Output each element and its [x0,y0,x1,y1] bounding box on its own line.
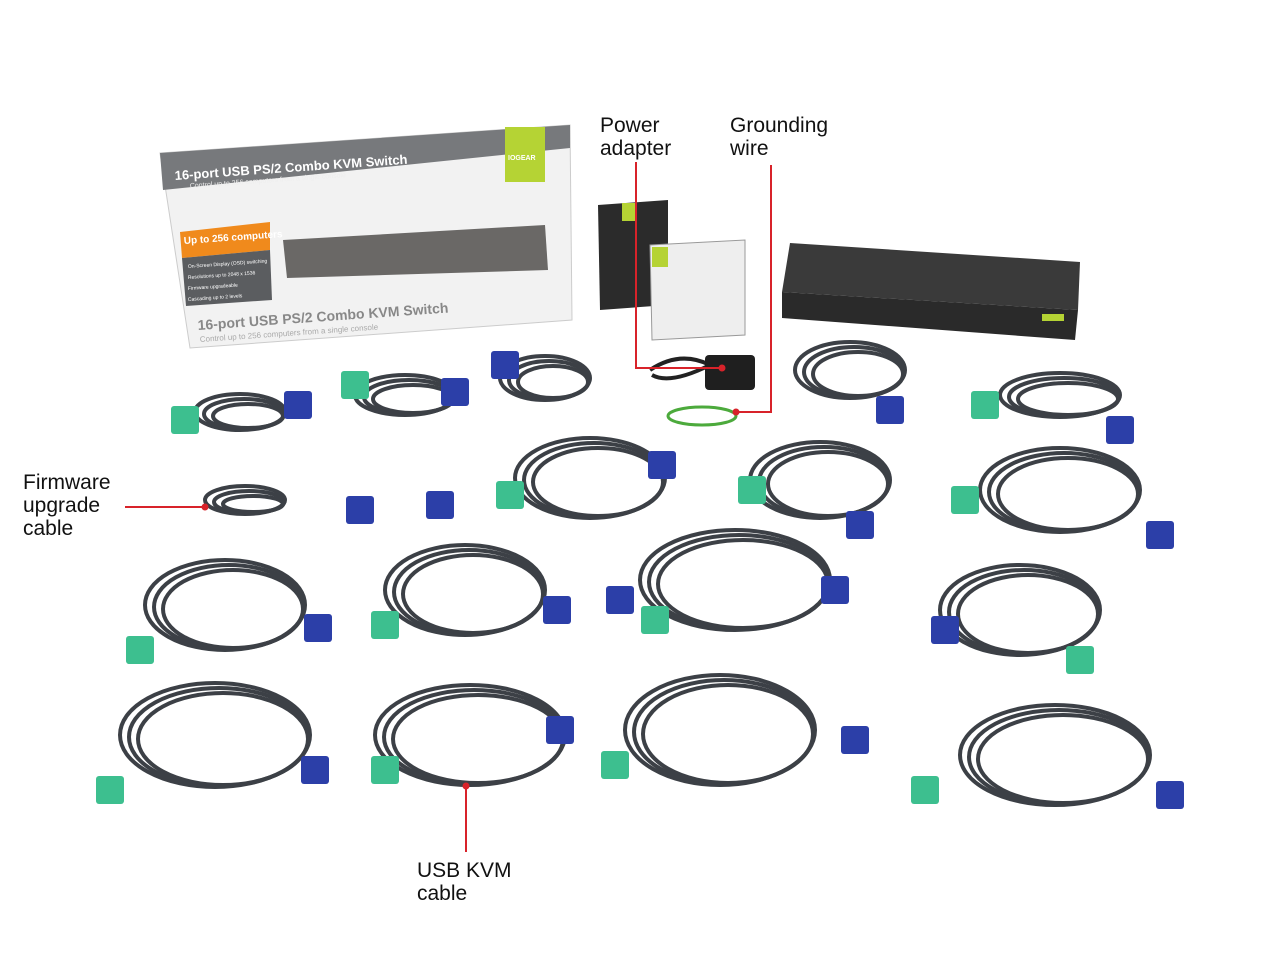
vga-connector-blue [1146,521,1174,549]
cable-coil [516,364,590,400]
vga-connector-blue [426,491,454,519]
product-box: 16-port USB PS/2 Combo KVM Switch Contro… [159,124,573,349]
vga-connector-green [641,606,669,634]
cable-coil [136,691,310,787]
cable-coil [996,456,1140,532]
vga-connector-green [496,481,524,509]
power-adapter [648,355,755,390]
brand-logo: IOGEAR [508,155,536,162]
cable-coil [1016,381,1120,417]
vga-connector-blue [301,756,329,784]
cable-coil [401,553,545,635]
vga-connector-blue [543,596,571,624]
vga-connector-blue [648,451,676,479]
vga-connector-blue [346,496,374,524]
vga-connector-blue [931,616,959,644]
cable-coil [766,450,890,518]
vga-connector-green [341,371,369,399]
vga-connector-green [371,756,399,784]
power-adapter-label: Power adapter [600,114,672,160]
cable-coil [956,573,1100,655]
cable-coil [811,350,905,398]
cable-coil [531,446,665,518]
vga-connector-blue [546,716,574,744]
vga-connector-blue [491,351,519,379]
cable-coil [161,568,305,650]
vga-connector-green [126,636,154,664]
vga-connector-blue [846,511,874,539]
vga-connector-green [951,486,979,514]
box-feature: Firmware upgradeable [188,283,239,292]
vga-connector-blue [284,391,312,419]
callout-lines [125,162,772,852]
vga-connector-blue [606,586,634,614]
vga-connector-blue [304,614,332,642]
vga-connector-green [738,476,766,504]
cable-coil [211,402,285,430]
cable-coil [641,683,815,785]
user-manuals [598,200,746,341]
firmware-cable-label: Firmware upgrade cable [23,471,111,540]
cable-coil [221,494,285,514]
grounding-wire-callout-line [736,165,772,413]
box-feature: Cascading up to 2 levels [188,293,243,303]
box-feature: Resolutions up to 2048 x 1536 [188,270,256,281]
vga-connector-blue [821,576,849,604]
vga-connector-green [971,391,999,419]
cable-coil [391,693,565,785]
cable-coil [656,538,830,630]
vga-connector-green [1066,646,1094,674]
grounding-wire [666,405,738,427]
vga-connector-green [601,751,629,779]
grounding-wire-label: Grounding wire [730,114,829,160]
vga-connector-blue [1106,416,1134,444]
vga-connector-blue [876,396,904,424]
cable-coil [976,713,1150,805]
usb-kvm-cable-label: USB KVM cable [417,859,512,905]
power-adapter-callout-line [635,162,722,369]
vga-connector-green [96,776,124,804]
vga-connector-blue [841,726,869,754]
vga-connector-green [371,611,399,639]
vga-connector-blue [441,378,469,406]
cable-group [96,340,1184,809]
vga-connector-green [911,776,939,804]
box-feature: On-Screen Display (OSD) switching [188,258,268,270]
vga-connector-blue [1156,781,1184,809]
vga-connector-green [171,406,199,434]
kvm-switch [782,243,1080,340]
